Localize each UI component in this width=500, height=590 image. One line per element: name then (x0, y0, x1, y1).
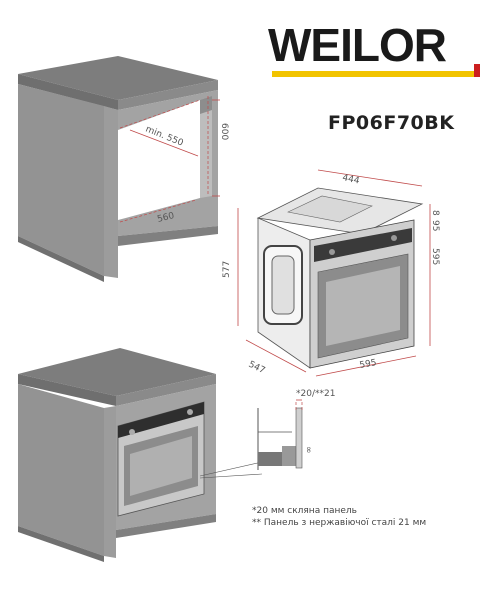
brand-logo: WEILOR (268, 19, 447, 71)
oven-top-depth-label: 444 (341, 173, 360, 186)
oven-gap2-label: 95 (430, 220, 440, 231)
model-number: FP06F70BK (328, 112, 455, 134)
cabinet-top: min. 550 600 560 (18, 56, 229, 282)
oven-side-height-label: 577 (222, 261, 232, 278)
cabinet-height-label: 600 (219, 123, 229, 140)
note-steel-panel: ** Панель з нержавіючої сталі 21 мм (252, 518, 427, 528)
cabinet-bottom (18, 348, 216, 562)
brand-underline (272, 71, 474, 77)
note-glass-panel: *20 мм скляна панель (252, 506, 357, 516)
oven-bottom-width-label: 595 (359, 358, 378, 371)
oven-front-height-label: 595 (430, 248, 440, 265)
oven-bottom-depth-label: 547 (247, 360, 267, 377)
mounting-detail: ∞ *20/**21 (257, 389, 335, 470)
oven-isometric: 444 577 595 8 95 547 595 (222, 169, 440, 377)
oven-gap1-label: 8 (430, 210, 440, 216)
panel-thickness-label: *20/**21 (296, 389, 335, 399)
cabinet-width-label: 560 (156, 211, 175, 225)
brand-accent (474, 64, 480, 77)
svg-text:∞: ∞ (303, 446, 313, 454)
